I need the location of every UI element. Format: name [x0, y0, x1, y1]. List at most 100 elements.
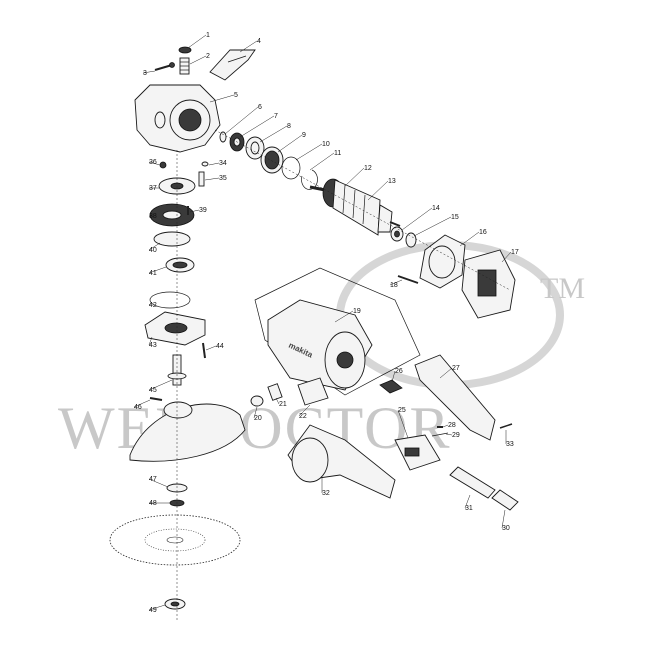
leader-line-4	[239, 40, 258, 53]
part-label-43: 43	[149, 342, 157, 349]
part-label-8: 8	[287, 123, 291, 130]
part-label-45: 45	[149, 387, 157, 394]
part-label-14: 14	[432, 205, 440, 212]
leader-line-31	[464, 494, 471, 509]
part-label-6: 6	[258, 104, 262, 111]
grinding-wheel	[109, 514, 241, 566]
part-27-handle-cover	[414, 354, 496, 441]
leader-line-20	[253, 406, 258, 419]
leader-line-27	[439, 367, 453, 379]
part-label-28: 28	[448, 422, 456, 429]
part-6-washer	[219, 131, 227, 143]
part-19-motor-housing: makita	[267, 299, 373, 391]
part-16-fan-baffle	[419, 234, 466, 289]
part-33-screw	[499, 423, 513, 429]
part-14-ball-bearing	[390, 226, 404, 242]
part-label-42: 42	[149, 302, 157, 309]
part-label-38: 38	[149, 213, 157, 220]
part-18-screw	[397, 275, 419, 284]
part-31-side-grip	[449, 466, 496, 499]
leader-line-9	[277, 134, 303, 153]
part-41-bearing	[165, 257, 195, 273]
part-label-31: 31	[465, 505, 473, 512]
wheel-guard	[129, 401, 246, 462]
part-label-49: 49	[149, 607, 157, 614]
leader-line-22	[298, 404, 311, 417]
part-label-4: 4	[257, 38, 261, 45]
part-label-7: 7	[274, 113, 278, 120]
leader-line-36	[148, 161, 161, 166]
part-15-ring	[405, 232, 417, 248]
part-label-3: 3	[143, 70, 147, 77]
part-label-27: 27	[452, 365, 460, 372]
part-40-plate	[153, 231, 191, 247]
leader-line-14	[401, 207, 433, 231]
leader-line-45	[148, 379, 173, 391]
leader-line-25	[397, 409, 409, 439]
leader-line-34	[208, 162, 220, 166]
leader-line-47	[148, 478, 169, 488]
leader-line-8	[259, 125, 288, 143]
part-label-34: 34	[219, 160, 227, 167]
part-3-screw	[154, 62, 175, 71]
part-17-field	[461, 249, 516, 319]
part-label-33: 33	[506, 441, 514, 448]
watermark-text: WELDOCTOR	[58, 395, 452, 461]
part-42-o-ring	[149, 291, 191, 309]
part-47-inner-flange	[166, 483, 188, 493]
part-8-ball-bearing	[245, 136, 265, 160]
part-label-21: 21	[279, 401, 287, 408]
leader-line-30	[501, 509, 506, 529]
part-26-pad	[379, 379, 403, 394]
watermark-trademark: TM	[540, 272, 585, 305]
leader-line-17	[501, 251, 512, 263]
leader-line-19	[334, 310, 354, 323]
part-label-2: 2	[206, 53, 210, 60]
part-label-40: 40	[149, 247, 157, 254]
part-30-bar	[491, 489, 519, 511]
leader-line-46	[133, 399, 151, 408]
part-44-screw	[202, 342, 206, 359]
part-10-ring	[281, 156, 301, 180]
leader-line-2	[189, 55, 207, 65]
part-label-30: 30	[502, 525, 510, 532]
part-25-switch	[394, 434, 441, 471]
part-label-36: 36	[149, 159, 157, 166]
part-label-37: 37	[149, 185, 157, 192]
part-20-brush-cap	[250, 395, 264, 407]
leader-line-5	[209, 94, 235, 103]
part-1-nut	[178, 46, 192, 54]
part-46-screw	[149, 397, 163, 401]
leader-line-35	[204, 177, 220, 181]
part-32-rear-handle	[287, 424, 396, 499]
housing-frame-outline	[254, 267, 421, 396]
part-38-spiral-bevel-gear	[149, 203, 195, 227]
leader-line-44	[205, 345, 217, 351]
part-label-41: 41	[149, 270, 157, 277]
part-label-17: 17	[511, 249, 519, 256]
part-label-35: 35	[219, 175, 227, 182]
leader-line-18	[389, 279, 403, 286]
leader-line-6	[224, 106, 259, 135]
part-5-gear-housing	[134, 84, 221, 153]
part-label-5: 5	[234, 92, 238, 99]
part-label-10: 10	[322, 141, 330, 148]
part-36-screw	[159, 161, 167, 169]
part-12-13-armature	[309, 178, 401, 236]
leader-line-1	[187, 34, 207, 49]
leader-line-16	[459, 231, 480, 247]
part-label-18: 18	[390, 282, 398, 289]
part-label-1: 1	[206, 32, 210, 39]
part-2-spring	[179, 57, 190, 75]
part-label-12: 12	[364, 165, 372, 172]
part-label-16: 16	[479, 229, 487, 236]
part-label-48: 48	[149, 500, 157, 507]
part-label-32: 32	[322, 490, 330, 497]
part-29-spring	[431, 432, 449, 437]
part-label-29: 29	[452, 432, 460, 439]
part-22-label-plate	[297, 377, 329, 406]
part-label-47: 47	[149, 476, 157, 483]
part-9-ring	[260, 146, 284, 174]
